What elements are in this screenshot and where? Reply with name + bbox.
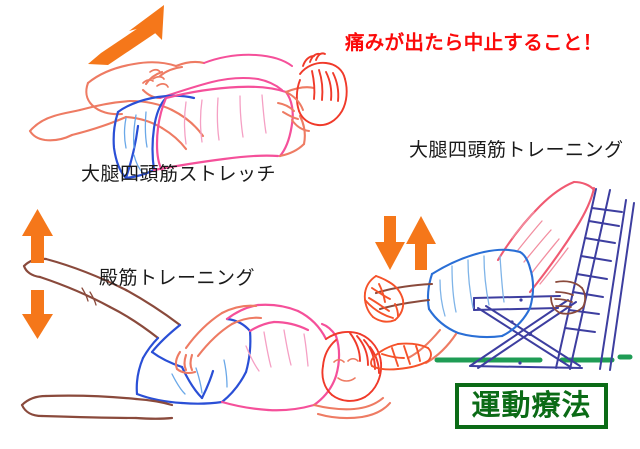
chair-skirt-folds: [439, 255, 505, 317]
exercise-therapy-badge-label: 運動療法: [467, 387, 596, 425]
glute-knee-marks: [81, 287, 97, 306]
down-arrow: [22, 290, 53, 339]
diagonal-up-right-arrow-shape: [88, 5, 164, 65]
glute-support-arm: [174, 304, 263, 375]
glute-bottom-leg: [20, 394, 174, 420]
glute-pillow-arm: [312, 396, 392, 420]
glute-shirt-folds: [245, 329, 309, 372]
chair-floor-sandal: [370, 342, 432, 371]
stretch-thigh: [85, 61, 205, 151]
glute-head: [321, 331, 383, 402]
up-arrow: [22, 209, 53, 263]
caption-gluteal-training: 殿筋トレーニング: [99, 267, 256, 289]
stretch-forearm-pillow: [277, 91, 310, 132]
stretch-shirt-folds: [183, 94, 267, 145]
chair-skirt: [426, 248, 535, 339]
glute-shirt: [220, 303, 341, 412]
stretch-shorts-folds: [123, 111, 148, 174]
chair-raised-sandal: [363, 275, 405, 323]
stretch-head: [295, 52, 348, 127]
pain-warning-text: 痛みが出たら中止すること！: [345, 31, 603, 54]
stretch-arm: [159, 53, 293, 99]
glute-face: [333, 357, 359, 382]
up-arrow: [406, 216, 436, 270]
caption-quadriceps-training: 大腿四頭筋トレーニング: [409, 139, 624, 161]
exercise-therapy-badge: 運動療法: [455, 383, 608, 429]
stretch-hand: [142, 68, 169, 88]
glute-shorts-folds: [171, 359, 228, 395]
stretch-shirt: [152, 85, 294, 172]
down-arrow: [375, 216, 405, 270]
caption-quadriceps-stretch: 大腿四頭筋ストレッチ: [81, 163, 277, 185]
chair-gripping-hand: [550, 280, 587, 315]
glute-shorts: [135, 317, 252, 405]
chair-torso: [496, 180, 596, 294]
stretch-shorts: [112, 94, 196, 180]
